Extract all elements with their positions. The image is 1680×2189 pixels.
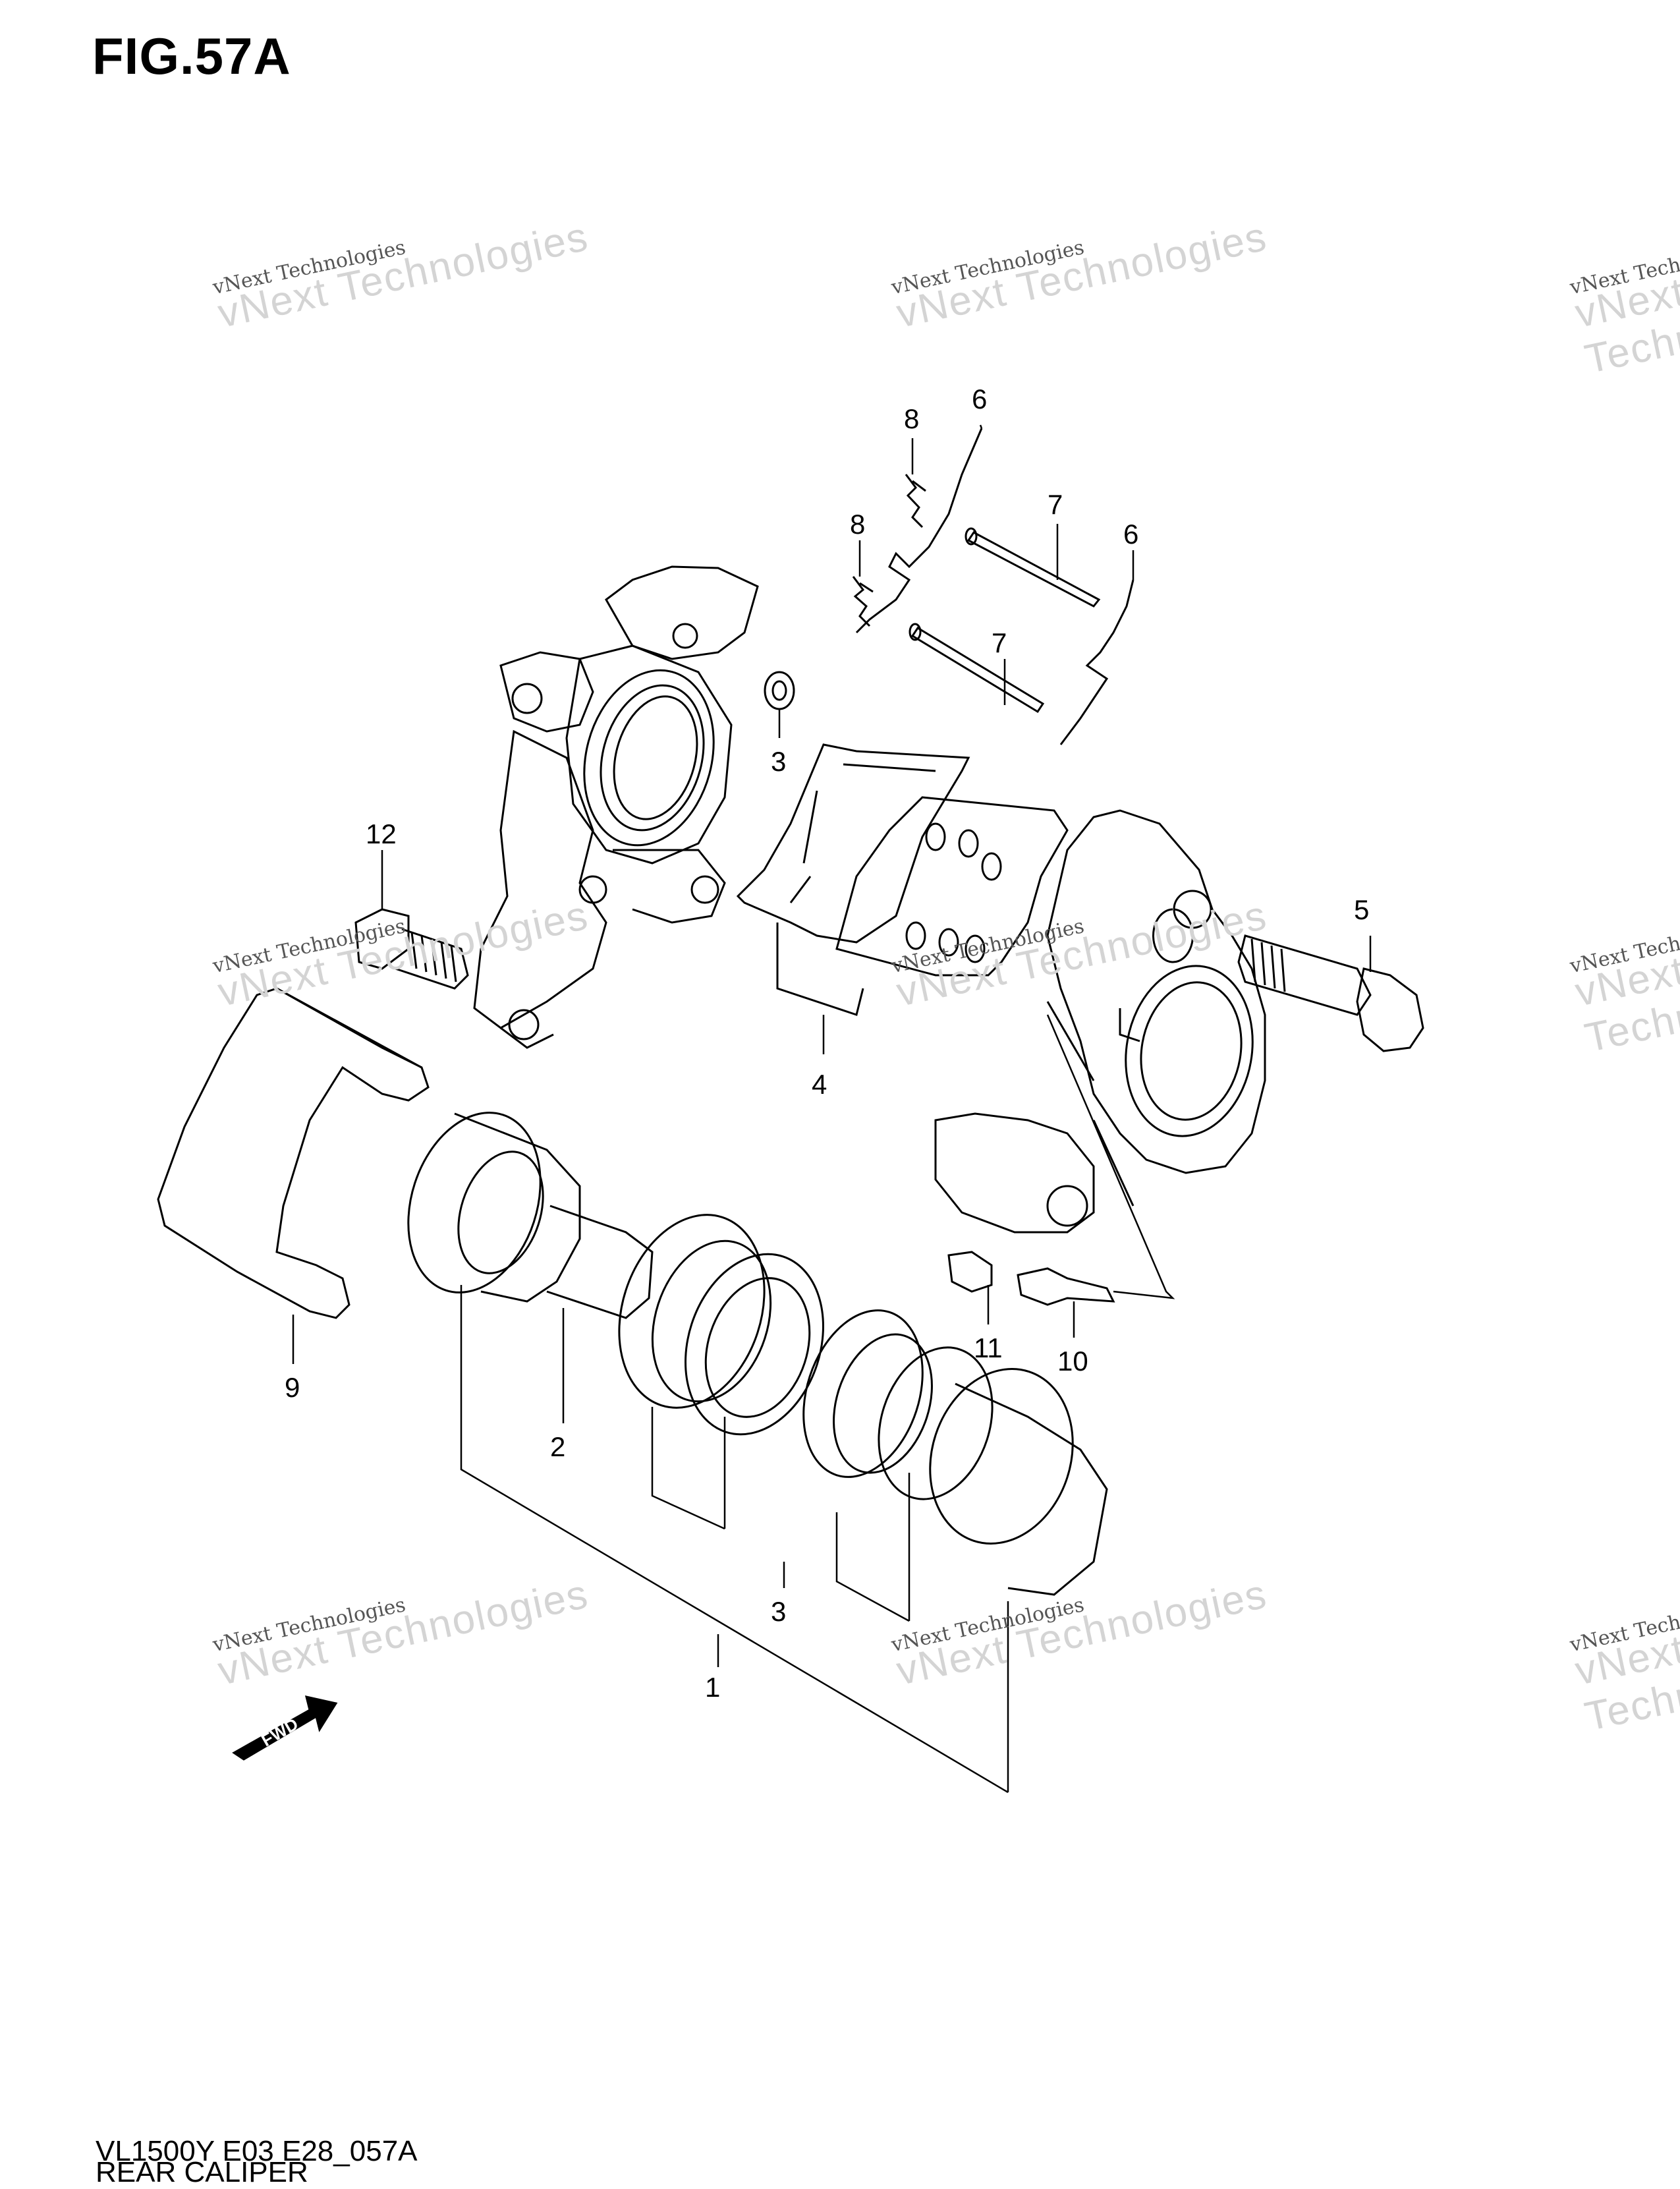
pin-clip-part-8-upper xyxy=(905,474,926,528)
piston-part-2 xyxy=(407,1112,654,1319)
caliper-body-right xyxy=(934,809,1266,1234)
callout-12: 12 xyxy=(366,818,397,849)
callout-6-upper: 6 xyxy=(972,384,987,414)
callout-8-upper: 8 xyxy=(904,403,919,434)
pad-spring-part-6-right xyxy=(1059,579,1134,745)
callout-7-lower: 7 xyxy=(992,627,1007,658)
callout-2: 2 xyxy=(550,1431,565,1462)
pad-pin-part-7-lower xyxy=(909,623,1045,714)
figure-title: FIG.57A xyxy=(92,27,291,85)
pad-spring-part-6-left xyxy=(855,428,983,634)
guide-bolt-part-5 xyxy=(1237,934,1424,1052)
bolt-part-12 xyxy=(354,908,469,990)
pin-clip-part-8-lower xyxy=(852,576,874,627)
bleeder-cap-part-11 xyxy=(947,1251,993,1293)
caliper-bracket-part-9 xyxy=(157,987,430,1319)
section-name: REAR CALIPER xyxy=(96,2156,308,2188)
callout-4: 4 xyxy=(812,1069,827,1100)
model-code: VL1500Y E03 E28_057A xyxy=(96,2135,418,2167)
piston-part-2-lower xyxy=(929,1368,1108,1596)
callout-7-upper: 7 xyxy=(1048,489,1063,520)
callout-11: 11 xyxy=(974,1332,1003,1363)
piston-seal-part-3-lower xyxy=(802,1309,994,1500)
callout-1: 1 xyxy=(705,1672,720,1703)
callout-6-right: 6 xyxy=(1123,519,1138,550)
piston-seal-part-3-upper xyxy=(618,1214,824,1436)
washer-part-3-upper xyxy=(764,671,795,710)
callout-5: 5 xyxy=(1354,894,1369,925)
callout-9: 9 xyxy=(285,1372,300,1403)
callout-3-upper: 3 xyxy=(771,746,786,777)
callout-10: 10 xyxy=(1057,1346,1088,1377)
fwd-direction-arrow xyxy=(232,1695,338,1761)
brake-pad-set-part-4 xyxy=(736,743,1069,1016)
caliper-body-left xyxy=(473,565,759,1049)
pad-pin-part-7-upper xyxy=(965,527,1101,608)
callout-8-lower: 8 xyxy=(850,509,865,540)
leader-lines xyxy=(292,424,1372,1794)
bleeder-valve-part-10 xyxy=(1017,1267,1115,1306)
callout-3-lower: 3 xyxy=(771,1596,786,1627)
